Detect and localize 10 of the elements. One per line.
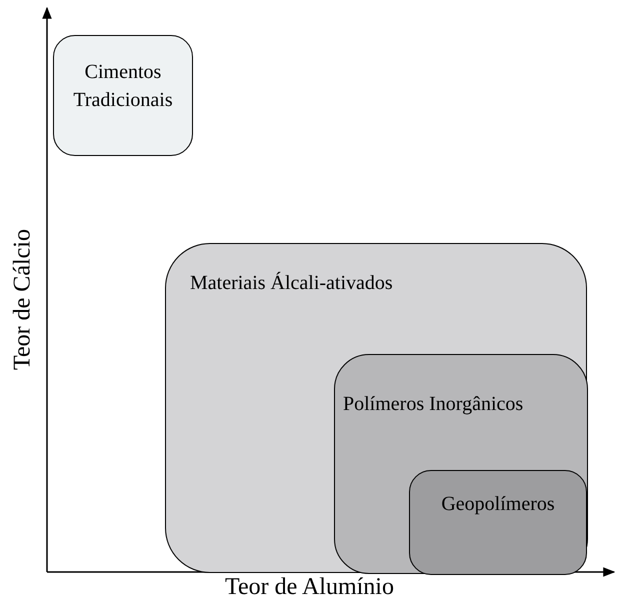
region-box [334, 354, 588, 574]
region-label: Polímeros Inorgânicos [343, 393, 524, 416]
region-box [165, 243, 587, 573]
region-label: Materiais Álcali-ativados [190, 272, 393, 295]
region-box [409, 470, 587, 575]
axis-title: Teor de Alumínio [225, 574, 394, 601]
region-label: Cimentos Tradicionais [72, 60, 174, 113]
region-box [53, 35, 193, 156]
region-label: Geopolímeros [440, 493, 556, 516]
axis-title: Teor de Cálcio [10, 228, 36, 372]
